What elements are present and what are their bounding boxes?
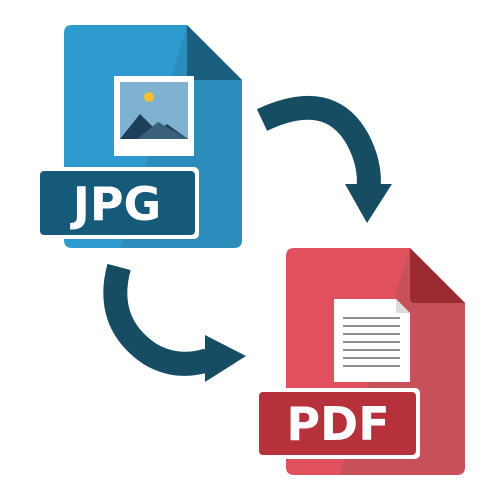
pdf-file: PDF xyxy=(255,248,465,475)
jpg-file: JPG xyxy=(36,25,242,248)
curved-arrow-right-down-icon xyxy=(256,95,392,223)
document-file-icon xyxy=(334,299,410,382)
pdf-file-fold xyxy=(410,248,465,303)
jpg-file-fold xyxy=(187,25,242,80)
pdf-label-text: PDF xyxy=(286,397,389,451)
jpg-label-text: JPG xyxy=(70,177,162,231)
pdf-label: PDF xyxy=(255,388,420,459)
image-file-icon xyxy=(114,76,194,156)
jpg-label: JPG xyxy=(36,167,199,239)
curved-arrow-down-right-icon xyxy=(103,263,246,382)
